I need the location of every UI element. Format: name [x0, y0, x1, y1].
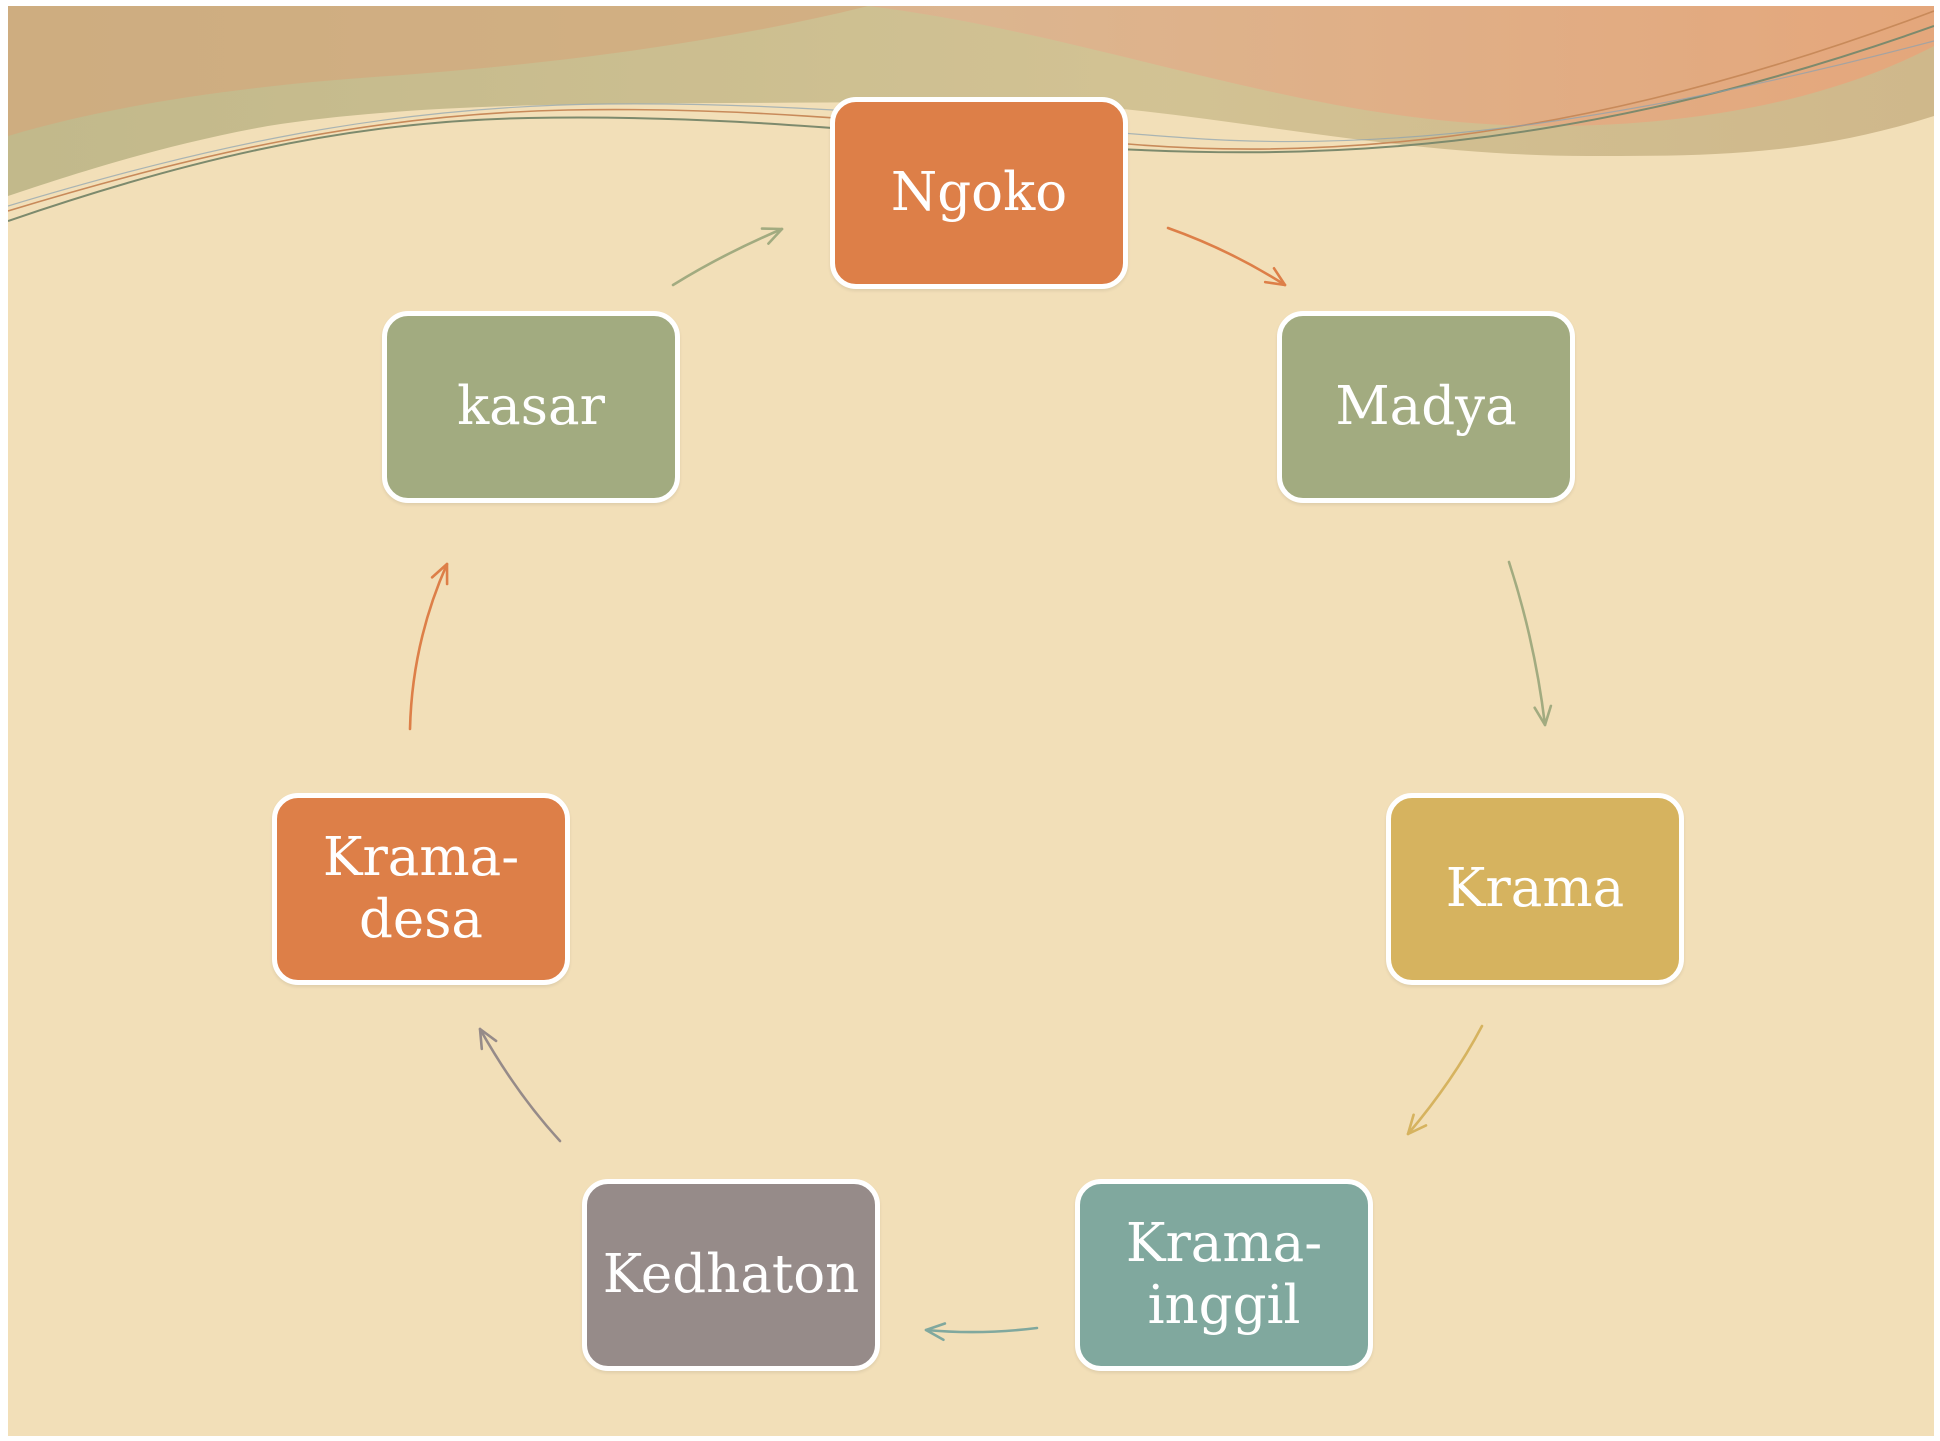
node-kedhaton: Kedhaton: [582, 1179, 880, 1371]
node-label-krama-inggil: Krama- inggil: [1125, 1213, 1323, 1336]
node-krama-inggil: Krama- inggil: [1075, 1179, 1373, 1371]
node-krama: Krama: [1386, 793, 1684, 985]
node-label-krama-desa: Krama- desa: [322, 827, 520, 950]
node-label-krama: Krama: [1445, 858, 1625, 919]
node-kasar: kasar: [382, 311, 680, 503]
cycle-arrows: [408, 226, 1553, 1342]
node-label-kasar: kasar: [457, 376, 605, 437]
node-label-kedhaton: Kedhaton: [602, 1244, 860, 1305]
node-label-ngoko: Ngoko: [890, 162, 1068, 223]
arrow-ngoko-to-madya: [1166, 226, 1287, 287]
node-ngoko: Ngoko: [830, 97, 1128, 289]
cycle-diagram: [408, 226, 1553, 1342]
arrow-krama-to-krama-inggil: [1406, 1024, 1484, 1136]
arrow-kedhaton-to-krama-desa: [478, 1027, 562, 1143]
node-krama-desa: Krama- desa: [272, 793, 570, 985]
arrow-krama-desa-to-kasar: [408, 562, 449, 731]
arrow-krama-inggil-to-kedhaton: [924, 1322, 1039, 1342]
arrow-kasar-to-ngoko: [671, 227, 784, 287]
arrow-madya-to-krama: [1507, 560, 1553, 727]
node-label-madya: Madya: [1335, 376, 1517, 437]
node-madya: Madya: [1277, 311, 1575, 503]
